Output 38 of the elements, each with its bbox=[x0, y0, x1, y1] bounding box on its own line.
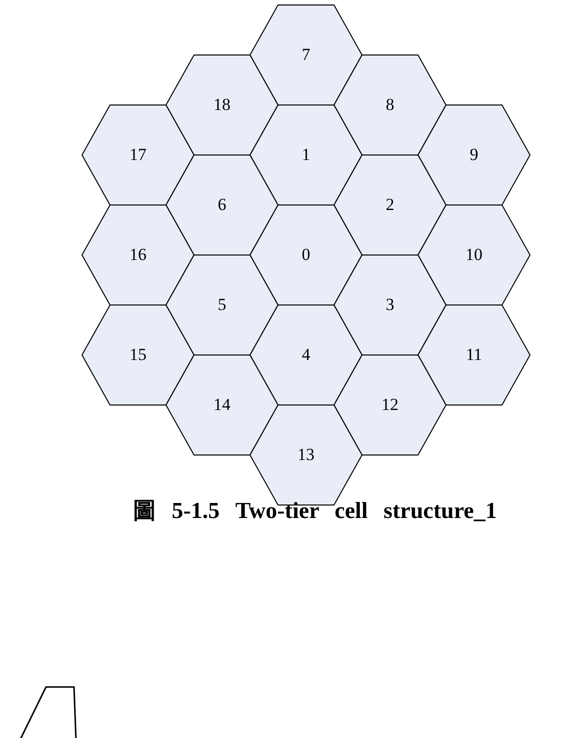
cell-number: 2 bbox=[386, 195, 394, 215]
cell-number: 6 bbox=[218, 195, 226, 215]
hexagon-cell bbox=[81, 204, 195, 306]
cell-number: 15 bbox=[130, 345, 146, 365]
cell-number: 13 bbox=[298, 445, 314, 465]
hexagon-cell bbox=[417, 304, 531, 406]
cell-number: 9 bbox=[470, 145, 478, 165]
hexagon-cell bbox=[333, 154, 447, 256]
hexagon-cell bbox=[165, 254, 279, 356]
hexagon-cell bbox=[333, 254, 447, 356]
cell-number: 0 bbox=[302, 245, 310, 265]
hexagon-cell bbox=[333, 354, 447, 456]
cell-number: 10 bbox=[466, 245, 482, 265]
cell-number: 11 bbox=[466, 345, 482, 365]
cell-number: 1 bbox=[302, 145, 310, 165]
cell-number: 18 bbox=[214, 95, 230, 115]
hexagon-cell bbox=[165, 354, 279, 456]
hexagon-cell bbox=[249, 204, 363, 306]
cell-number: 5 bbox=[218, 295, 226, 315]
hexagon-cell bbox=[417, 104, 531, 206]
hexagon-cell bbox=[249, 304, 363, 406]
cell-number: 16 bbox=[130, 245, 146, 265]
figure-caption: 圖 5-1.5 Two-tier cell structure_1 bbox=[133, 497, 497, 525]
hexagon-cell bbox=[81, 304, 195, 406]
hexagon-cell bbox=[417, 204, 531, 306]
cell-number: 17 bbox=[130, 145, 146, 165]
hexagon-cell bbox=[249, 104, 363, 206]
hexagon-cell bbox=[249, 4, 363, 106]
cell-number: 14 bbox=[214, 395, 230, 415]
cell-number: 8 bbox=[386, 95, 394, 115]
cell-number: 12 bbox=[382, 395, 398, 415]
hexagon-cell bbox=[333, 54, 447, 156]
hexagon-cell bbox=[165, 154, 279, 256]
hexagon-cell bbox=[165, 54, 279, 156]
cell-number: 7 bbox=[302, 45, 310, 65]
cell-number: 3 bbox=[386, 295, 394, 315]
hexagon-cell bbox=[81, 104, 195, 206]
cell-number: 4 bbox=[302, 345, 310, 365]
